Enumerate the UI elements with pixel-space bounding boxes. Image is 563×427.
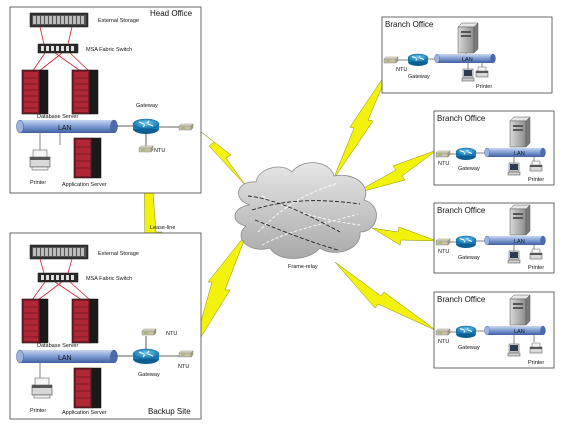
modem-icon (435, 150, 451, 158)
branch-office-2: Branch Office NTU Gateway LAN Printer (433, 110, 555, 186)
modem-icon (178, 350, 194, 358)
gateway-label: Gateway (458, 166, 480, 172)
backup-site-box: Lease-line Backup Site External Storage … (9, 225, 202, 420)
modem-icon (138, 145, 154, 153)
external-storage-icon (29, 12, 89, 28)
database-server-icon (21, 298, 49, 344)
head-office-title: Head Office (150, 9, 193, 18)
printer-label: Printer (30, 180, 46, 186)
gateway-label: Gateway (136, 103, 158, 109)
fabric-switch-label: MSA Fabric Switch (86, 276, 132, 282)
branch-office-1: Branch Office NTU Gateway LAN Printer (381, 16, 553, 94)
lightning-head-cloud (195, 127, 247, 187)
printer-label: Printer (30, 408, 46, 414)
database-server-label: Database Server (37, 114, 78, 120)
server-icon (509, 116, 531, 148)
database-server-label: Database Server (37, 343, 78, 349)
lan-label: LAN (462, 57, 473, 63)
server-icon (457, 22, 479, 54)
modem-icon (435, 328, 451, 336)
frame-relay-cloud: Frame-relay (234, 162, 377, 270)
ntu-label: NTU (178, 364, 189, 370)
lan-label: LAN (514, 329, 525, 335)
cloud-label: Frame-relay (288, 264, 318, 270)
router-icon (132, 348, 160, 365)
lan-label: LAN (58, 355, 72, 362)
branch-title: Branch Office (437, 114, 486, 123)
printer-label: Printer (528, 265, 544, 271)
lan-label: LAN (514, 239, 525, 245)
workstation-icon (507, 343, 521, 357)
branch-title: Branch Office (385, 20, 434, 29)
lan-pipe: LAN (484, 235, 546, 246)
application-server-label: Application Server (62, 182, 107, 188)
gateway-label: Gateway (408, 74, 430, 80)
router-icon (455, 235, 477, 249)
application-server-label: Application Server (62, 410, 107, 416)
gateway-label: Gateway (458, 255, 480, 261)
printer-label: Printer (476, 84, 492, 90)
branch-title: Branch Office (437, 206, 486, 215)
external-storage-label: External Storage (98, 251, 139, 257)
router-icon (455, 147, 477, 161)
database-server-icon (71, 298, 99, 344)
application-server-icon (73, 367, 102, 409)
database-server-icon (21, 69, 49, 115)
fiber-links (31, 258, 91, 301)
ntu-label: NTU (438, 339, 449, 345)
router-icon (132, 118, 160, 135)
lan-label: LAN (514, 151, 525, 157)
gateway-label: Gateway (138, 372, 160, 378)
modem-icon (435, 238, 451, 246)
application-server-icon (73, 137, 102, 179)
wan-lightning-links (143, 65, 438, 351)
lan-pipe: LAN (484, 147, 546, 158)
lightning-cloud-branch2 (352, 149, 438, 195)
fabric-switch-label: MSA Fabric Switch (86, 47, 132, 53)
fiber-links (31, 26, 91, 73)
workstation-icon (507, 250, 521, 264)
server-icon (509, 294, 531, 326)
fabric-switch-icon (37, 43, 79, 54)
modem-icon (141, 328, 157, 336)
lan-label: LAN (58, 125, 72, 132)
server-icon (509, 204, 531, 236)
lightning-cloud-branch3 (371, 226, 438, 246)
printer-label: Printer (528, 177, 544, 183)
external-storage-icon (29, 244, 89, 260)
external-storage-label: External Storage (98, 18, 139, 24)
router-icon (455, 325, 477, 339)
ntu-label: NTU (396, 67, 407, 73)
backup-site-title: Backup Site (148, 407, 191, 416)
branch-title: Branch Office (437, 295, 486, 304)
branch-office-3: Branch Office NTU Gateway LAN Printer (433, 202, 555, 274)
lan-pipe: LAN (484, 325, 546, 336)
head-office-box: Head Office External Storage MSA Fabric … (9, 6, 202, 194)
ntu-label: NTU (154, 148, 165, 154)
fabric-switch-icon (37, 272, 79, 283)
database-server-icon (71, 69, 99, 115)
ntu-label: NTU (438, 249, 449, 255)
gateway-label: Gateway (458, 345, 480, 351)
modem-icon (178, 123, 194, 131)
modem-icon (383, 56, 399, 64)
branch-office-4: Branch Office NTU Gateway LAN Printer (433, 291, 555, 369)
ntu-label: NTU (438, 161, 449, 167)
workstation-icon (461, 68, 475, 82)
lightning-cloud-branch4 (334, 261, 438, 332)
lan-pipe: LAN (434, 53, 496, 64)
ntu-label-extra: NTU (166, 331, 177, 337)
printer-icon (29, 149, 51, 171)
workstation-icon (507, 162, 521, 176)
printer-label: Printer (528, 360, 544, 366)
printer-icon (31, 377, 53, 399)
lan-pipe: LAN (16, 119, 118, 134)
router-icon (407, 53, 429, 67)
lan-pipe: LAN (16, 349, 118, 364)
leaseline-label: Lease-line (150, 225, 175, 231)
